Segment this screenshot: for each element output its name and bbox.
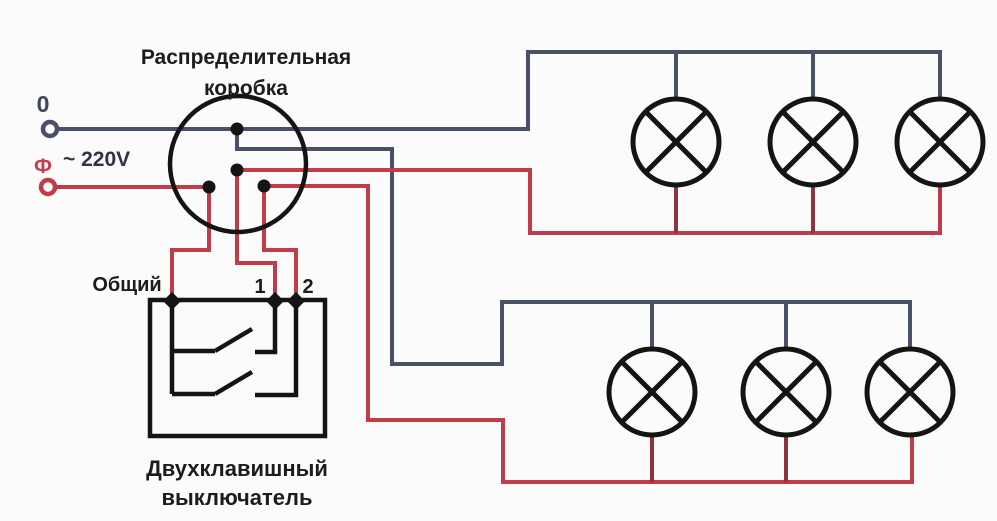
key2-junction-dot [257, 179, 271, 193]
two-gang-switch [147, 292, 328, 439]
lamp-circle [894, 96, 986, 188]
phase-bottom-group-rail [264, 184, 914, 484]
lamp-icon [630, 96, 722, 188]
phase-label: Ф [34, 155, 52, 178]
switch-common-label: Общий [92, 274, 161, 296]
junction-box-title-line2: коробка [204, 77, 288, 100]
neutral-label: 0 [37, 91, 50, 117]
switch1-contact [255, 301, 278, 355]
lamp-circle [864, 346, 956, 438]
lamp-circle [630, 96, 722, 188]
neutral-feed-and-top-rail [57, 50, 942, 131]
lamp-icon [864, 346, 956, 438]
voltage-label: ~ 220V [63, 148, 130, 171]
phase-top-group-rail [237, 168, 942, 235]
switch-key1-to-box [235, 170, 277, 301]
switch-caption-line1: Двухклавишный [146, 456, 328, 481]
lamp-cross [877, 359, 943, 425]
lamp-circle [606, 346, 698, 438]
lamp-icon [740, 346, 832, 438]
lamp-cross [643, 109, 709, 175]
lamp-icon [606, 346, 698, 438]
switch2-contact [255, 301, 299, 398]
switch-body [147, 297, 328, 439]
lamp-icon [767, 96, 859, 188]
lamp-group-top [630, 96, 986, 188]
junction-box [167, 93, 309, 235]
neutral-terminal-icon [40, 119, 60, 139]
junction-box-title-line1: Распределительная [141, 46, 351, 69]
switch-key2-label: 2 [302, 276, 313, 298]
switch1-blade [213, 327, 254, 353]
switch2-blade [213, 370, 254, 396]
phase-junction-dot [202, 180, 216, 194]
lamp-cross [753, 359, 819, 425]
switch-key2-to-box [262, 186, 298, 301]
neutral-branch-bottom-rail [235, 129, 912, 366]
junction-box-circle [167, 93, 309, 235]
supply-terminals [38, 119, 60, 197]
phase-to-switch-common [170, 187, 211, 301]
lamp-circle [767, 96, 859, 188]
key1-junction-dot [230, 163, 244, 177]
lamp-cross [907, 109, 973, 175]
phase-wires [55, 168, 942, 484]
lamp-circle [740, 346, 832, 438]
phase-terminal-icon [38, 177, 58, 197]
switch-key1-label: 1 [254, 276, 265, 298]
neutral-junction-dot [230, 122, 244, 136]
neutral-wires [57, 50, 942, 366]
switch-caption-line2: выключатель [161, 485, 312, 510]
lamp-icon [894, 96, 986, 188]
labels: Распределительная коробка 0 Ф ~ 220V Общ… [34, 46, 351, 510]
lamp-cross [619, 359, 685, 425]
lamp-group-bottom [606, 346, 956, 438]
lamp-cross [780, 109, 846, 175]
